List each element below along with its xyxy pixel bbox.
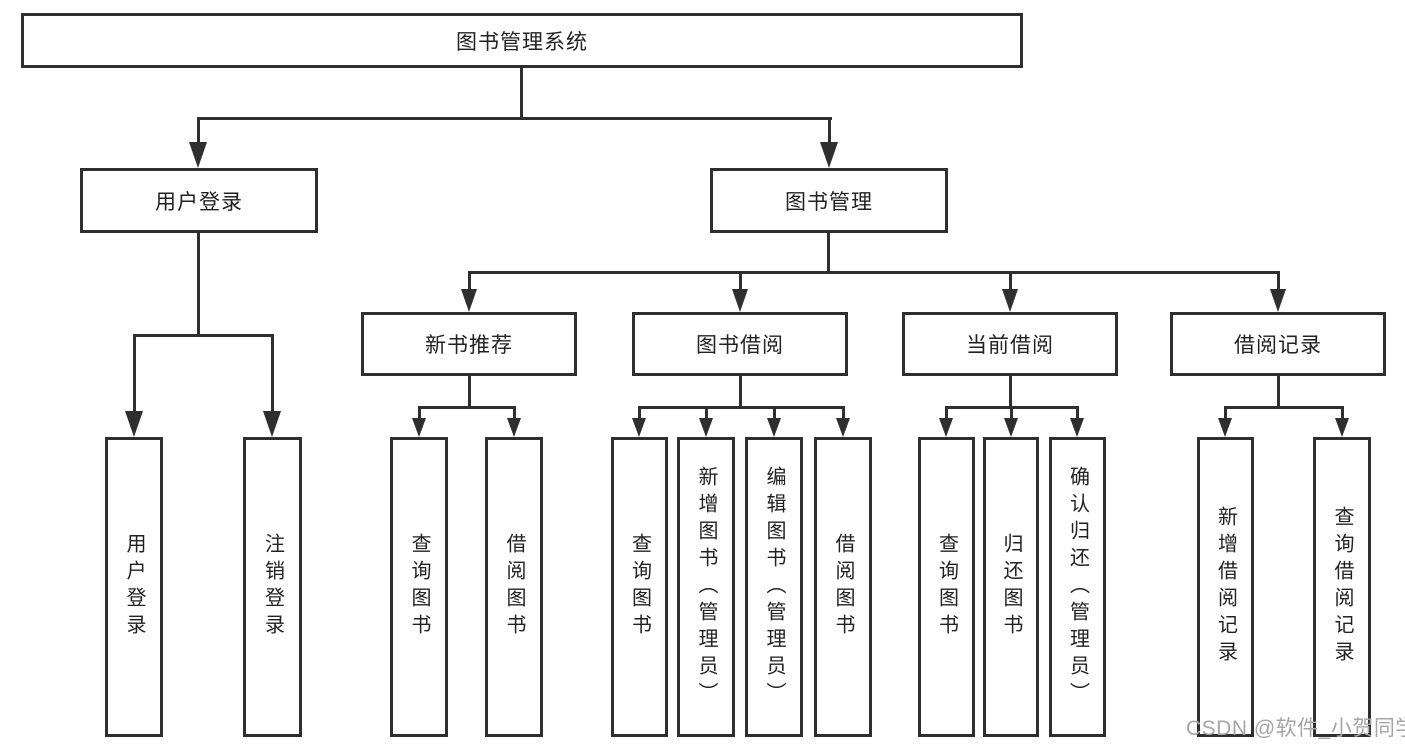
leaf-confirm-return-admin: 确认归还（管理员） bbox=[1049, 437, 1106, 737]
connector-bookborrow-leaf-rail bbox=[638, 406, 845, 409]
arrow-down-icon bbox=[732, 289, 748, 312]
connector-user-branch-stem bbox=[197, 231, 200, 336]
leaf-logout-label: 注销登录 bbox=[261, 533, 284, 641]
node-book-management-label: 图书管理 bbox=[785, 190, 873, 214]
node-book-management: 图书管理 bbox=[710, 168, 948, 233]
node-borrow-record-label: 借阅记录 bbox=[1234, 334, 1322, 357]
arrow-down-icon bbox=[1218, 418, 1232, 437]
leaf-borrow-books-1-label: 借阅图书 bbox=[503, 533, 525, 641]
connector-leaf-drop bbox=[418, 406, 421, 420]
arrow-down-icon bbox=[1002, 289, 1018, 312]
connector-leaf-drop bbox=[773, 406, 776, 420]
leaf-query-books-2: 查询图书 bbox=[611, 437, 668, 737]
node-root-label: 图书管理系统 bbox=[456, 30, 588, 54]
arrow-down-icon bbox=[767, 418, 781, 437]
leaf-user-login-label: 用户登录 bbox=[123, 533, 145, 641]
connector-newbook-drop bbox=[468, 271, 471, 289]
node-book-borrow: 图书借阅 bbox=[632, 312, 848, 376]
leaf-query-books-2-label: 查询图书 bbox=[628, 533, 651, 641]
leaf-borrow-books-2: 借阅图书 bbox=[814, 437, 872, 737]
node-book-borrow-label: 图书借阅 bbox=[696, 334, 784, 357]
leaf-add-borrow-record-label: 新增借阅记录 bbox=[1214, 506, 1237, 668]
arrow-down-icon bbox=[699, 418, 713, 437]
connector-user-branch-rail bbox=[133, 334, 274, 337]
connector-leaf-drop bbox=[1010, 406, 1013, 420]
arrow-down-icon bbox=[632, 418, 646, 437]
leaf-query-books-1-label: 查询图书 bbox=[408, 533, 430, 641]
arrow-down-icon bbox=[1004, 418, 1018, 437]
arrow-down-icon bbox=[836, 418, 850, 437]
node-user-login: 用户登录 bbox=[80, 168, 318, 233]
node-new-book-recommend: 新书推荐 bbox=[361, 312, 577, 376]
arrow-down-icon bbox=[461, 289, 477, 312]
leaf-query-borrow-record: 查询借阅记录 bbox=[1313, 437, 1371, 737]
connector-leaf-drop bbox=[842, 406, 845, 420]
arrow-down-icon bbox=[507, 418, 521, 437]
connector-bookborrow-leaf-stem bbox=[739, 376, 742, 408]
arrow-down-icon bbox=[125, 411, 143, 437]
leaf-return-books-label: 归还图书 bbox=[1000, 533, 1022, 641]
leaf-borrow-books-2-label: 借阅图书 bbox=[832, 533, 854, 641]
connector-user-leaf2-drop bbox=[271, 334, 274, 414]
connector-mgmt-branch-rail bbox=[468, 271, 1280, 274]
arrow-down-icon bbox=[1335, 418, 1349, 437]
arrow-down-icon bbox=[1270, 289, 1286, 312]
arrow-down-icon bbox=[189, 142, 207, 168]
connector-borrowrecord-leaf-rail bbox=[1224, 406, 1344, 409]
leaf-add-books-admin: 新增图书（管理员） bbox=[677, 437, 735, 737]
connector-bookborrow-drop bbox=[739, 271, 742, 289]
connector-newbook-leaf-stem bbox=[468, 376, 471, 408]
connector-level2-rail bbox=[197, 117, 832, 120]
leaf-edit-books-admin-label: 编辑图书（管理员） bbox=[763, 465, 785, 709]
leaf-logout: 注销登录 bbox=[243, 437, 302, 737]
leaf-query-borrow-record-label: 查询借阅记录 bbox=[1331, 506, 1353, 668]
connector-leaf-drop bbox=[705, 406, 708, 420]
node-new-book-recommend-label: 新书推荐 bbox=[425, 334, 513, 357]
arrow-down-icon bbox=[939, 418, 953, 437]
connector-leaf-drop bbox=[638, 406, 641, 420]
arrow-down-icon bbox=[1070, 418, 1084, 437]
leaf-return-books: 归还图书 bbox=[983, 437, 1039, 737]
leaf-add-borrow-record: 新增借阅记录 bbox=[1197, 437, 1254, 737]
leaf-query-books-1: 查询图书 bbox=[390, 437, 448, 737]
connector-leaf-drop bbox=[1076, 406, 1079, 420]
arrow-down-icon bbox=[263, 411, 281, 437]
connector-user-login-drop bbox=[197, 117, 200, 144]
connector-book-mgmt-drop bbox=[828, 117, 831, 144]
arrow-down-icon bbox=[412, 418, 426, 437]
node-borrow-record: 借阅记录 bbox=[1170, 312, 1386, 376]
node-current-borrow: 当前借阅 bbox=[902, 312, 1118, 376]
leaf-user-login: 用户登录 bbox=[105, 437, 163, 737]
arrow-down-icon bbox=[820, 142, 838, 168]
connector-leaf-drop bbox=[1224, 406, 1227, 420]
connector-leaf-drop bbox=[513, 406, 516, 420]
connector-user-leaf1-drop bbox=[133, 334, 136, 414]
connector-mgmt-branch-stem bbox=[827, 231, 830, 273]
connector-leaf-drop bbox=[1341, 406, 1344, 420]
connector-currentborrow-drop bbox=[1009, 271, 1012, 289]
connector-newbook-leaf-rail bbox=[418, 406, 516, 409]
leaf-query-books-3: 查询图书 bbox=[918, 437, 975, 737]
node-user-login-label: 用户登录 bbox=[155, 190, 243, 214]
node-root: 图书管理系统 bbox=[21, 13, 1023, 68]
connector-leaf-drop bbox=[945, 406, 948, 420]
connector-root-stem bbox=[520, 68, 523, 119]
connector-borrowrecord-drop bbox=[1277, 271, 1280, 289]
watermark: CSDN @软件_小贺同学 bbox=[1186, 717, 1405, 740]
leaf-query-books-3-label: 查询图书 bbox=[935, 533, 958, 641]
leaf-add-books-admin-label: 新增图书（管理员） bbox=[695, 465, 717, 709]
leaf-confirm-return-admin-label: 确认归还（管理员） bbox=[1066, 465, 1089, 709]
leaf-borrow-books-1: 借阅图书 bbox=[485, 437, 543, 737]
node-current-borrow-label: 当前借阅 bbox=[966, 334, 1054, 357]
connector-borrowrecord-leaf-stem bbox=[1277, 376, 1280, 408]
connector-currentborrow-leaf-stem bbox=[1009, 376, 1012, 408]
leaf-edit-books-admin: 编辑图书（管理员） bbox=[745, 437, 803, 737]
